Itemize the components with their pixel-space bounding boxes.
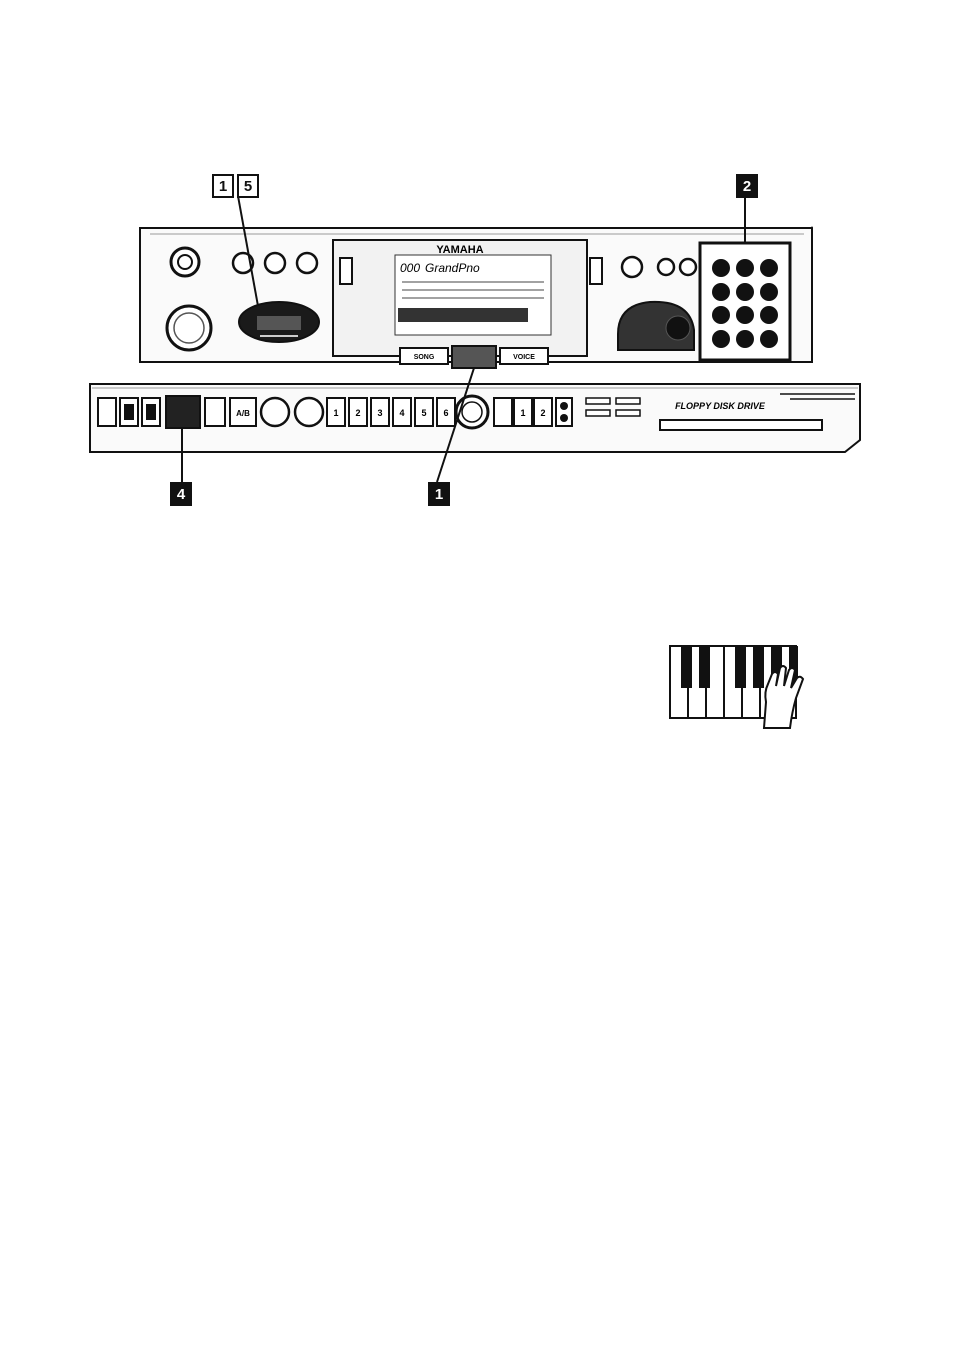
start-stop-button — [166, 396, 200, 428]
song-memory-1-label: 1 — [333, 408, 338, 418]
piano-hand-illustration — [660, 640, 820, 730]
display-voice-number: 000 — [400, 261, 420, 275]
song-memory-3-label: 3 — [377, 408, 382, 418]
voice-tab-label: VOICE — [513, 354, 535, 361]
floppy-label: FLOPPY DISK DRIVE — [675, 401, 766, 411]
registration-1-label: 1 — [520, 408, 525, 418]
keyboard-panel-illustration: YAMAHA 000 GrandPno SONG VOICE A/B 1 2 3… — [0, 0, 955, 560]
song-memory-4-label: 4 — [399, 408, 404, 418]
song-tab-label: SONG — [414, 354, 435, 361]
song-memory-6-label: 6 — [443, 408, 448, 418]
display-voice-name: GrandPno — [425, 261, 480, 275]
yamaha-logo: YAMAHA — [436, 244, 483, 256]
registration-2-label: 2 — [540, 408, 545, 418]
ab-button-label: A/B — [236, 409, 250, 418]
song-memory-5-label: 5 — [421, 408, 426, 418]
floppy-slot — [660, 420, 822, 430]
song-memory-2-label: 2 — [355, 408, 360, 418]
